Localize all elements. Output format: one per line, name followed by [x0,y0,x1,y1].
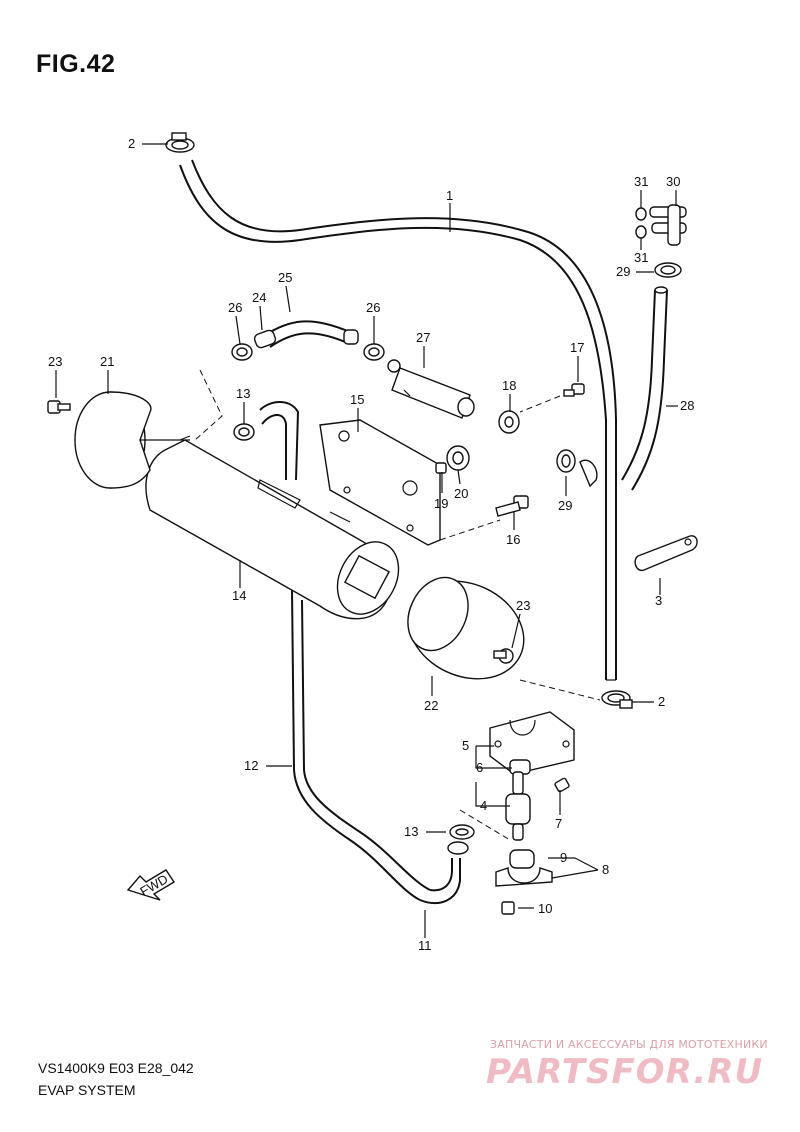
callout-3: 3 [655,593,662,608]
clamp-8 [495,867,553,887]
hose-13-upper [259,401,300,481]
callout-26-right: 26 [366,300,380,315]
hose-11 [419,858,461,905]
fwd-arrow: FWD [126,869,175,901]
clamp-29-top [654,262,682,278]
clamp-13-upper [233,423,255,441]
callout-16: 16 [506,532,520,547]
callout-25: 25 [278,270,292,285]
callout-26-left: 26 [228,300,242,315]
clamp-13-lower [447,824,475,855]
clamp-3 [634,535,698,572]
cushion-9 [509,849,535,869]
watermark-logo[interactable]: PARTSFOR.RU [486,1052,764,1092]
callout-5: 5 [462,738,469,753]
bolt-17 [563,383,585,397]
callout-29-top: 29 [616,264,630,279]
callout-31-top: 31 [634,174,648,189]
bolt-16 [495,495,529,517]
callout-19: 19 [434,496,448,511]
callout-11: 11 [418,938,432,953]
valve-27 [387,359,475,419]
callout-9: 9 [560,850,567,865]
hose-12 [291,589,431,901]
t-joint-30 [649,204,687,246]
callout-6: 6 [476,760,483,775]
callout-23-right: 23 [516,598,530,613]
callout-2-top: 2 [128,136,135,151]
grommet-20 [446,445,470,471]
cap-31 [635,207,647,239]
hose-1 [179,159,617,681]
callout-23-left: 23 [48,354,62,369]
figure-title: FIG.42 [36,50,116,78]
clamp-2-bottom [601,690,633,709]
clamp-26-left [231,343,253,361]
collar-19 [435,462,447,474]
cover-22 [407,576,525,680]
clamp-5 [489,711,575,775]
leader-lines [55,143,678,938]
diagram-name: EVAP SYSTEM [38,1082,136,1098]
filter-4 [505,771,531,841]
callout-29-middle: 29 [558,498,572,513]
watermark-tagline: ЗАПЧАСТИ И АКСЕССУАРЫ ДЛЯ МОТОТЕХНИКИ [490,1038,768,1051]
canister-14 [145,435,400,620]
callout-13-upper: 13 [236,386,250,401]
callout-15: 15 [350,392,364,407]
callout-24: 24 [252,290,266,305]
callout-labels: 1 2 2 3 4 5 6 7 8 9 10 11 12 13 13 14 15… [48,136,694,953]
callout-4: 4 [480,798,487,813]
callout-20: 20 [454,486,468,501]
callout-30: 30 [666,174,680,189]
callout-8: 8 [602,862,609,877]
bolt-23-left [47,400,71,414]
callout-10: 10 [538,901,552,916]
callout-12: 12 [244,758,258,773]
callout-1: 1 [446,188,453,203]
callout-14: 14 [232,588,246,603]
cover-21 [74,391,190,489]
callout-22: 22 [424,698,438,713]
clamp-2-top [165,132,195,153]
callout-31-bottom: 31 [634,250,648,265]
bolt-23-right [493,648,514,664]
hose-28 [621,286,668,491]
bolt-7 [554,777,570,793]
diagram-code: VS1400K9 E03 E28_042 [38,1060,194,1076]
fitting-24 [253,329,277,349]
callout-21: 21 [100,354,114,369]
hose-25 [264,320,351,348]
bolt-10 [501,901,515,915]
clamp-29-middle [556,449,598,488]
washer-18 [498,410,520,434]
callout-2-bottom: 2 [658,694,665,709]
callout-13-lower: 13 [404,824,418,839]
callout-18: 18 [502,378,516,393]
clamp-26-right [343,329,385,361]
callout-7: 7 [555,816,562,831]
callout-28: 28 [680,398,694,413]
bracket-15 [319,419,441,546]
callout-17: 17 [570,340,584,355]
callout-27: 27 [416,330,430,345]
